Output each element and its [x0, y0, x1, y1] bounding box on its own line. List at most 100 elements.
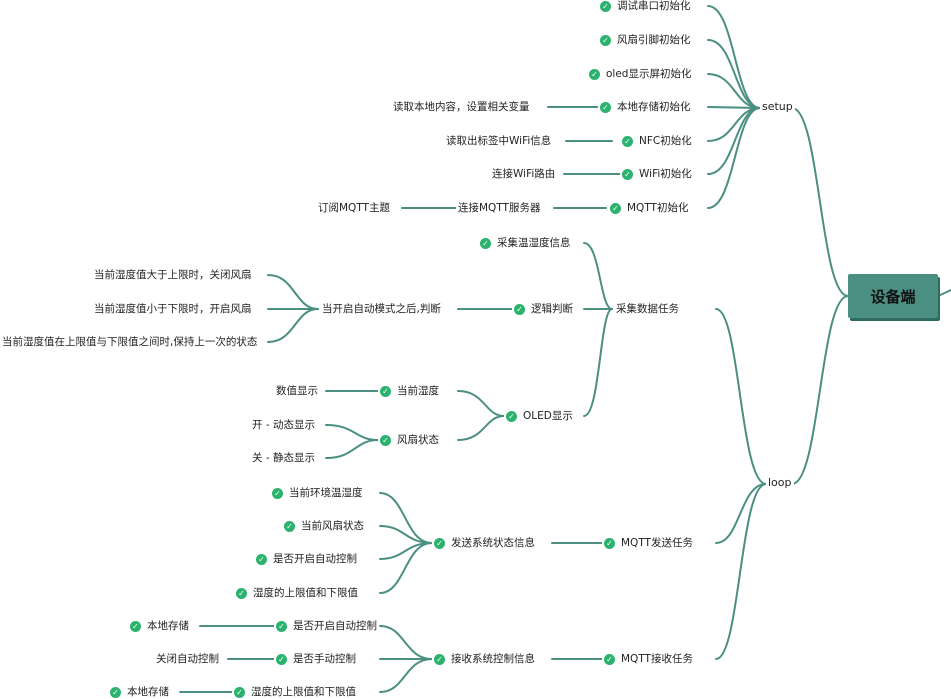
send-item-label: 当前环境温湿度 — [289, 487, 363, 499]
root-node[interactable]: 设备端 — [848, 274, 938, 318]
oled-humidity-node[interactable]: ✓当前湿度 — [378, 384, 441, 398]
case-label: 当前湿度值小于下限时，开启风扇 — [94, 303, 252, 315]
check-icon: ✓ — [236, 587, 247, 599]
check-icon: ✓ — [480, 237, 491, 249]
setup-item-grandchild-label: 订阅MQTT主题 — [318, 202, 390, 214]
case-label: 当前湿度值大于上限时，关闭风扇 — [94, 269, 252, 281]
check-icon: ✓ — [380, 434, 391, 446]
recv-item-label: 是否开启自动控制 — [293, 620, 377, 632]
setup-item-child-label: 连接MQTT服务器 — [458, 202, 541, 214]
collect-task-node[interactable]: 采集数据任务 — [614, 302, 681, 316]
check-icon: ✓ — [276, 620, 287, 632]
case-node[interactable]: 当前湿度值在上限值与下限值之间时,保持上一次的状态 — [0, 335, 266, 349]
recv-task-node[interactable]: ✓MQTT接收任务 — [602, 652, 695, 666]
setup-item-child-label: 读取出标签中WiFi信息 — [446, 135, 552, 147]
oled-label: OLED显示 — [523, 410, 573, 422]
setup-item-label: 本地存储初始化 — [617, 101, 691, 113]
oled-fan-label: 风扇状态 — [397, 434, 439, 446]
case-label: 当前湿度值在上限值与下限值之间时,保持上一次的状态 — [2, 336, 258, 348]
setup-item[interactable]: ✓ 调试串口初始化 — [598, 0, 693, 13]
setup-item-child-label: 连接WiFi路由 — [492, 168, 556, 180]
check-icon: ✓ — [434, 653, 445, 665]
oled-humidity-label: 当前湿度 — [397, 385, 439, 397]
check-icon: ✓ — [110, 686, 121, 698]
check-icon: ✓ — [600, 34, 611, 46]
oled-fan-child[interactable]: 开 - 动态显示 — [250, 418, 317, 432]
send-item-label: 当前风扇状态 — [301, 520, 364, 532]
oled-humidity-child-label: 数值显示 — [276, 385, 318, 397]
check-icon: ✓ — [272, 487, 283, 499]
oled-humidity-child[interactable]: 数值显示 — [274, 384, 320, 398]
check-icon: ✓ — [130, 620, 141, 632]
recv-task-label: MQTT接收任务 — [621, 653, 693, 665]
setup-item[interactable]: ✓ MQTT初始化 — [608, 201, 691, 215]
setup-item-child[interactable]: 连接WiFi路由 — [490, 167, 558, 181]
setup-item[interactable]: ✓WiFi初始化 — [620, 167, 694, 181]
oled-fan-child-label: 开 - 动态显示 — [252, 419, 315, 431]
check-icon: ✓ — [600, 0, 611, 12]
recv-sub-node[interactable]: ✓ 接收系统控制信息 — [432, 652, 537, 666]
case-node[interactable]: 当前湿度值小于下限时，开启风扇 — [92, 302, 254, 316]
logic-node[interactable]: ✓逻辑判断 — [512, 302, 575, 316]
recv-item-child-label: 本地存储 — [127, 686, 169, 698]
oled-fan-node[interactable]: ✓ 风扇状态 — [378, 433, 441, 447]
send-item[interactable]: ✓ 当前环境温湿度 — [270, 486, 365, 500]
case-node[interactable]: 当前湿度值大于上限时，关闭风扇 — [92, 268, 254, 282]
setup-item-child[interactable]: 连接MQTT服务器 — [456, 201, 543, 215]
setup-item-child-label: 读取本地内容，设置相关变量 — [393, 101, 530, 113]
setup-item-label: 调试串口初始化 — [617, 0, 691, 12]
check-icon: ✓ — [284, 520, 295, 532]
recv-item-child[interactable]: ✓ 本地存储 — [128, 619, 191, 633]
setup-label: setup — [762, 100, 793, 113]
judge-label: 当开启自动模式之后,判断 — [322, 303, 441, 315]
check-icon: ✓ — [610, 202, 621, 214]
loop-label: loop — [768, 476, 792, 489]
recv-sub-label: 接收系统控制信息 — [451, 653, 535, 665]
send-item[interactable]: ✓ 是否开启自动控制 — [254, 552, 359, 566]
send-item[interactable]: ✓ 当前风扇状态 — [282, 519, 366, 533]
send-sub-label: 发送系统状态信息 — [451, 537, 535, 549]
setup-item[interactable]: ✓ 风扇引脚初始化 — [598, 33, 693, 47]
setup-item-label: 风扇引脚初始化 — [617, 34, 691, 46]
recv-item[interactable]: ✓ 是否开启自动控制 — [274, 619, 379, 633]
send-item[interactable]: ✓ 湿度的上限值和下限值 — [234, 586, 360, 600]
setup-item-child[interactable]: 读取出标签中WiFi信息 — [444, 134, 554, 148]
setup-item-child[interactable]: 读取本地内容，设置相关变量 — [391, 100, 532, 114]
recv-item-child-label: 关闭自动控制 — [156, 653, 219, 665]
oled-node[interactable]: ✓ OLED显示 — [504, 409, 575, 423]
recv-item-label: 是否手动控制 — [293, 653, 356, 665]
check-icon: ✓ — [589, 68, 600, 80]
judge-node[interactable]: 当开启自动模式之后,判断 — [320, 302, 443, 316]
setup-item-grandchild[interactable]: 订阅MQTT主题 — [316, 201, 392, 215]
setup-item[interactable]: ✓ oled显示屏初始化 — [587, 67, 694, 81]
check-icon: ✓ — [622, 135, 633, 147]
recv-item[interactable]: ✓湿度的上限值和下限值 — [232, 685, 358, 699]
check-icon: ✓ — [600, 101, 611, 113]
collect-task-label: 采集数据任务 — [616, 303, 679, 315]
send-item-label: 湿度的上限值和下限值 — [253, 587, 358, 599]
setup-item-label: NFC初始化 — [639, 135, 692, 147]
check-icon: ✓ — [256, 553, 267, 565]
check-icon: ✓ — [276, 653, 287, 665]
gather-node[interactable]: ✓采集温湿度信息 — [478, 236, 573, 250]
send-sub-node[interactable]: ✓发送系统状态信息 — [432, 536, 537, 550]
recv-item[interactable]: ✓ 是否手动控制 — [274, 652, 358, 666]
recv-item-child-label: 本地存储 — [147, 620, 189, 632]
recv-item-child[interactable]: ✓ 本地存储 — [108, 685, 171, 699]
setup-item[interactable]: ✓ 本地存储初始化 — [598, 100, 693, 114]
setup-node[interactable]: setup — [760, 100, 795, 114]
send-item-label: 是否开启自动控制 — [273, 553, 357, 565]
recv-item-child[interactable]: 关闭自动控制 — [154, 652, 221, 666]
check-icon: ✓ — [506, 410, 517, 422]
setup-item[interactable]: ✓ NFC初始化 — [620, 134, 694, 148]
setup-item-label: MQTT初始化 — [627, 202, 689, 214]
oled-fan-child[interactable]: 关 - 静态显示 — [250, 451, 317, 465]
send-task-label: MQTT发送任务 — [621, 537, 693, 549]
check-icon: ✓ — [514, 303, 525, 315]
check-icon: ✓ — [622, 168, 633, 180]
setup-item-label: oled显示屏初始化 — [606, 68, 692, 80]
send-task-node[interactable]: ✓MQTT发送任务 — [602, 536, 695, 550]
loop-node[interactable]: loop — [766, 476, 794, 490]
recv-item-label: 湿度的上限值和下限值 — [251, 686, 356, 698]
